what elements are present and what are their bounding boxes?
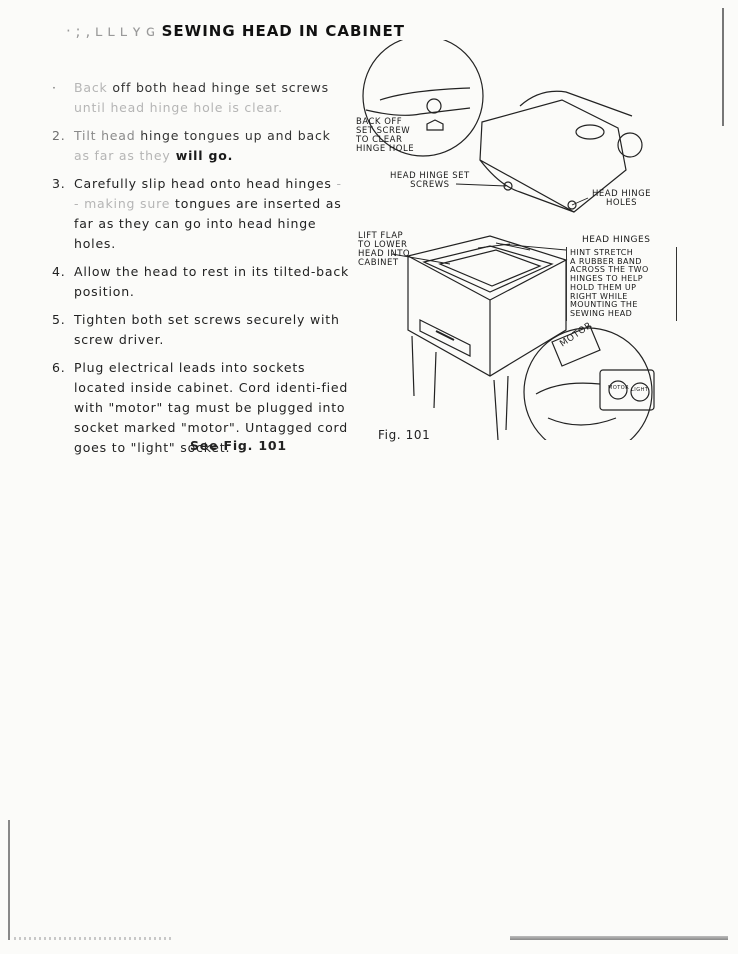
scan-edge-left xyxy=(8,820,10,940)
socket-light-label: LIGHT xyxy=(631,387,649,393)
step-number: 3. xyxy=(52,176,66,191)
step-5: 5. Tighten both set screws securely with… xyxy=(50,310,350,350)
step-text: Allow the head to rest in its tilted-bac… xyxy=(74,264,350,299)
step-text: tongues are inserted as far as they can … xyxy=(74,196,342,251)
step-6: 6. Plug electrical leads into sockets lo… xyxy=(50,358,350,458)
step-text-faint: Tilt head xyxy=(74,128,136,143)
step-text-bold: will go. xyxy=(170,148,234,163)
label-head-hinge-set-screws: HEAD HINGE SET SCREWS xyxy=(390,171,470,190)
figure-illustration xyxy=(362,40,655,440)
step-text-faint: - - making sure xyxy=(74,176,342,211)
step-2: 2. Tilt head hinge tongues up and back a… xyxy=(50,126,350,166)
page-title: · ; ‚ ʟ ʟ ʟ ʏ ɢ SEWING HEAD IN CABINET xyxy=(66,22,405,40)
figure-reference: See Fig. 101 xyxy=(190,438,287,453)
hint-box: HINT STRETCH A RUBBER BAND ACROSS THE TW… xyxy=(566,247,677,321)
step-number: 4. xyxy=(52,264,66,279)
instruction-steps: · Back off both head hinge set screws un… xyxy=(50,78,350,466)
scan-edge-right xyxy=(722,8,724,126)
step-text: off both head hinge set screws xyxy=(107,80,329,95)
scan-edge-bottom xyxy=(510,936,728,940)
detail-circle-sockets xyxy=(523,327,653,440)
label-lift-flap: LIFT FLAP TO LOWER HEAD INTO CABINET xyxy=(358,231,411,268)
step-text: Plug electrical leads into sockets locat… xyxy=(74,360,349,455)
step-text: Carefully slip head onto head hinges xyxy=(74,176,332,191)
step-text: hinge tongues up and back xyxy=(135,128,331,143)
step-text: Tighten both set screws securely with sc… xyxy=(74,312,340,347)
label-head-hinges: HEAD HINGES xyxy=(582,235,651,245)
title-faded-prefix: · ; ‚ ʟ ʟ ʟ ʏ ɢ xyxy=(66,22,156,40)
step-number: 2. xyxy=(52,128,66,143)
step-text-faint: until head hinge hole is clear. xyxy=(74,100,283,115)
scan-noise-bottom xyxy=(14,937,174,940)
step-text-faint: as far as they xyxy=(74,148,171,163)
detail-circle-top xyxy=(362,40,484,157)
cabinet-drawer xyxy=(419,319,471,357)
step-4: 4. Allow the head to rest in its tilted-… xyxy=(50,262,350,302)
socket-motor-label: MOTOR xyxy=(608,385,630,391)
label-back-off-set-screw: BACK OFF SET SCREW TO CLEAR HINGE HOLE xyxy=(356,117,415,154)
step-1: · Back off both head hinge set screws un… xyxy=(50,78,350,118)
step-3: 3. Carefully slip head onto head hinges … xyxy=(50,174,350,254)
label-head-hinge-holes: HEAD HINGE HOLES xyxy=(592,189,652,208)
step-number: 5. xyxy=(52,312,66,327)
step-text-faint: Back xyxy=(74,80,108,95)
title-text: SEWING HEAD IN CABINET xyxy=(161,22,405,40)
step-number: · xyxy=(52,80,57,95)
step-number: 6. xyxy=(52,360,66,375)
figure-caption: Fig. 101 xyxy=(378,428,431,442)
